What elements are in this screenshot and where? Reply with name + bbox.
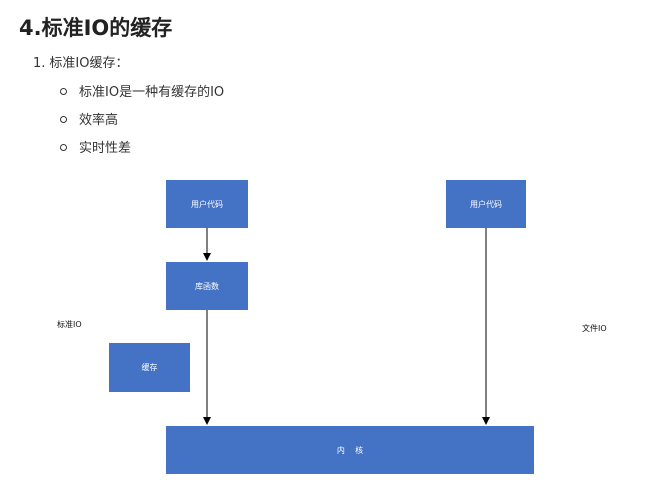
user-code-box-left: 用户代码	[166, 180, 248, 228]
list-item-standard-io-buffer: 1.标准IO缓存：	[33, 55, 128, 73]
page-title: 4.标准IO的缓存	[19, 16, 173, 40]
circle-bullet-icon	[60, 144, 67, 151]
user-code-box-right: 用户代码	[446, 180, 526, 228]
sub-list-item: 实时性差	[60, 140, 131, 158]
library-function-box: 库函数	[166, 262, 248, 310]
sub-list-item-text: 实时性差	[79, 141, 132, 156]
list-item-label: 标准IO缓存：	[49, 56, 129, 71]
sub-list-item-text: 效率高	[79, 113, 119, 128]
kernel-box: 内 核	[166, 426, 534, 474]
sub-list-item: 标准IO是一种有缓存的IO	[60, 84, 224, 102]
list-item-number: 1.	[33, 56, 46, 71]
circle-bullet-icon	[60, 88, 67, 95]
buffer-box: 缓存	[109, 343, 190, 392]
circle-bullet-icon	[60, 116, 67, 123]
file-io-label: 文件IO	[582, 324, 607, 333]
sub-list-item-text: 标准IO是一种有缓存的IO	[79, 85, 225, 100]
sub-list-item: 效率高	[60, 112, 118, 130]
standard-io-label: 标准IO	[57, 320, 82, 329]
